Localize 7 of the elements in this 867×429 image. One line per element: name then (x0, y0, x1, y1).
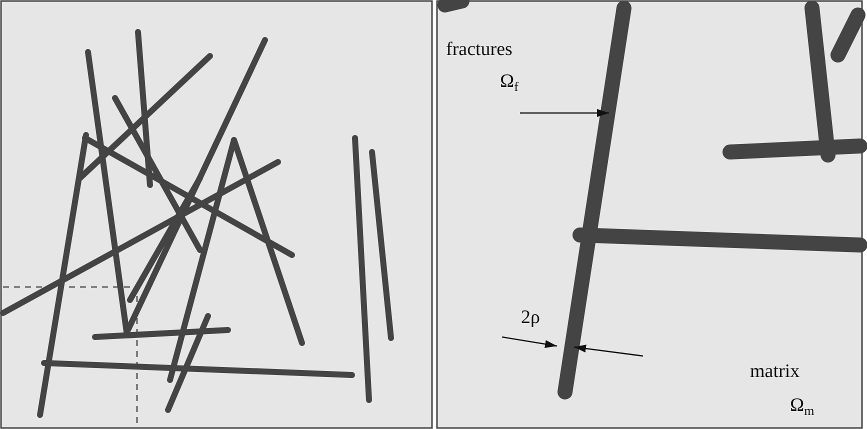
label-text: matrix (750, 362, 800, 381)
fracture-bar (558, 0, 632, 400)
symbol-label: Ω$_{m}$ (790, 396, 814, 417)
dimension-label: 2ρ (521, 308, 540, 327)
label-text: fractures (446, 40, 512, 59)
leader-line (520, 109, 609, 117)
symbol-label: Ω$_{f}$ (500, 72, 518, 93)
